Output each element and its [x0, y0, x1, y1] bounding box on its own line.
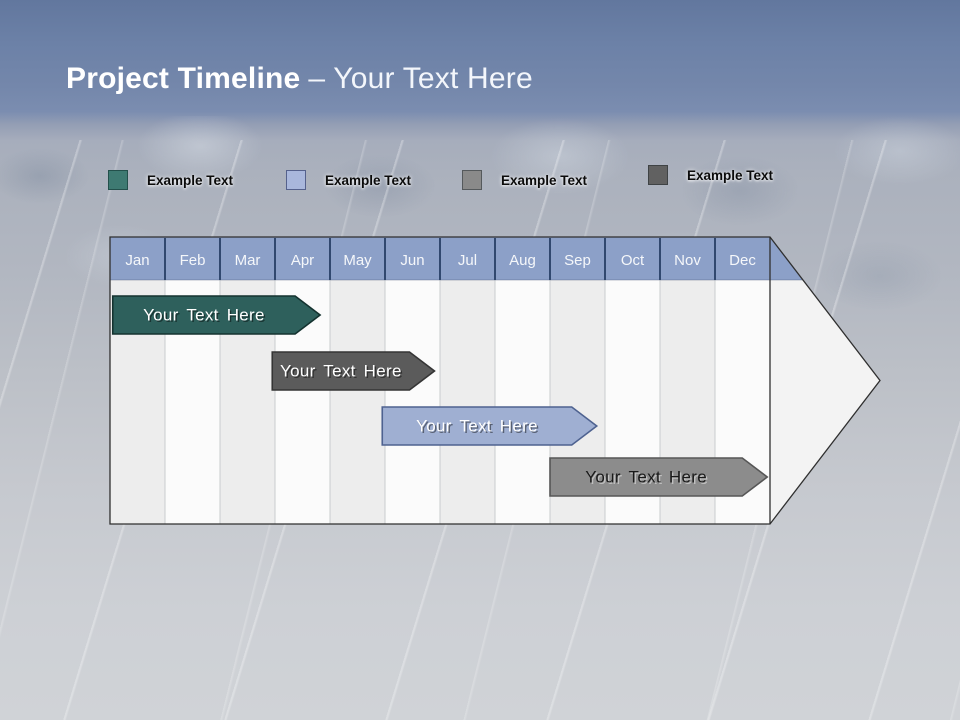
- legend-label: Example Text: [325, 172, 412, 188]
- legend-swatch-darkgray: [648, 165, 668, 185]
- legend-swatch-gray: [462, 170, 482, 190]
- legend-item: Example Text: [648, 165, 773, 185]
- bar-label: Your Text Here: [585, 468, 707, 487]
- month-label: Oct: [621, 252, 645, 269]
- legend-label: Example Text: [147, 172, 234, 188]
- svg-text:Your Text Here: Your Text Here: [145, 307, 267, 326]
- chart-legend: Example Text Example Text Example Text E…: [108, 165, 828, 196]
- timeline-bar: [111, 295, 322, 335]
- month-label: Mar: [235, 252, 261, 269]
- legend-swatch-periwinkle: [286, 170, 306, 190]
- legend-item: Example Text: [286, 170, 411, 190]
- legend-item: Example Text: [462, 170, 587, 190]
- month-label: Nov: [674, 252, 701, 269]
- month-column: [495, 237, 550, 524]
- month-label: Sep: [564, 252, 591, 269]
- svg-text:Your Text Here: Your Text Here: [418, 418, 540, 437]
- slide-title-primary: Project Timeline: [66, 62, 301, 95]
- gantt-arrow-chart: Jan Feb Mar Apr May Jun Jul Aug Sep Oct Nov DecYour…: [109, 236, 881, 525]
- month-label: Feb: [180, 252, 206, 269]
- timeline-bar: [381, 406, 599, 446]
- svg-text:Your Text Here: Your Text Here: [587, 469, 709, 488]
- slide-title: Project Timeline– Your Text Here: [66, 61, 533, 97]
- month-column: [110, 237, 165, 524]
- legend-label: Example Text: [501, 172, 588, 188]
- timeline-bar: [549, 457, 769, 497]
- month-column: [220, 237, 275, 524]
- legend-label: Example Text: [687, 167, 774, 183]
- month-column: [165, 237, 220, 524]
- month-label: Jan: [125, 252, 149, 269]
- month-label: Aug: [509, 252, 536, 269]
- month-label: Jun: [400, 252, 424, 269]
- bar-label: Your Text Here: [280, 362, 402, 381]
- bar-label: Your Text Here: [143, 306, 265, 325]
- month-header-band: [110, 237, 880, 280]
- bar-label: Your Text Here: [416, 417, 538, 436]
- svg-text:Your Text Here: Your Text Here: [282, 363, 404, 382]
- slide-title-secondary: – Your Text Here: [308, 62, 533, 95]
- month-label: Jul: [458, 252, 477, 269]
- legend-swatch-teal: [108, 170, 128, 190]
- month-label: Dec: [729, 252, 756, 269]
- month-label: Apr: [291, 252, 314, 269]
- timeline-bar: [271, 351, 436, 391]
- month-label: May: [343, 252, 372, 269]
- legend-item: Example Text: [108, 170, 233, 190]
- month-column: [440, 237, 495, 524]
